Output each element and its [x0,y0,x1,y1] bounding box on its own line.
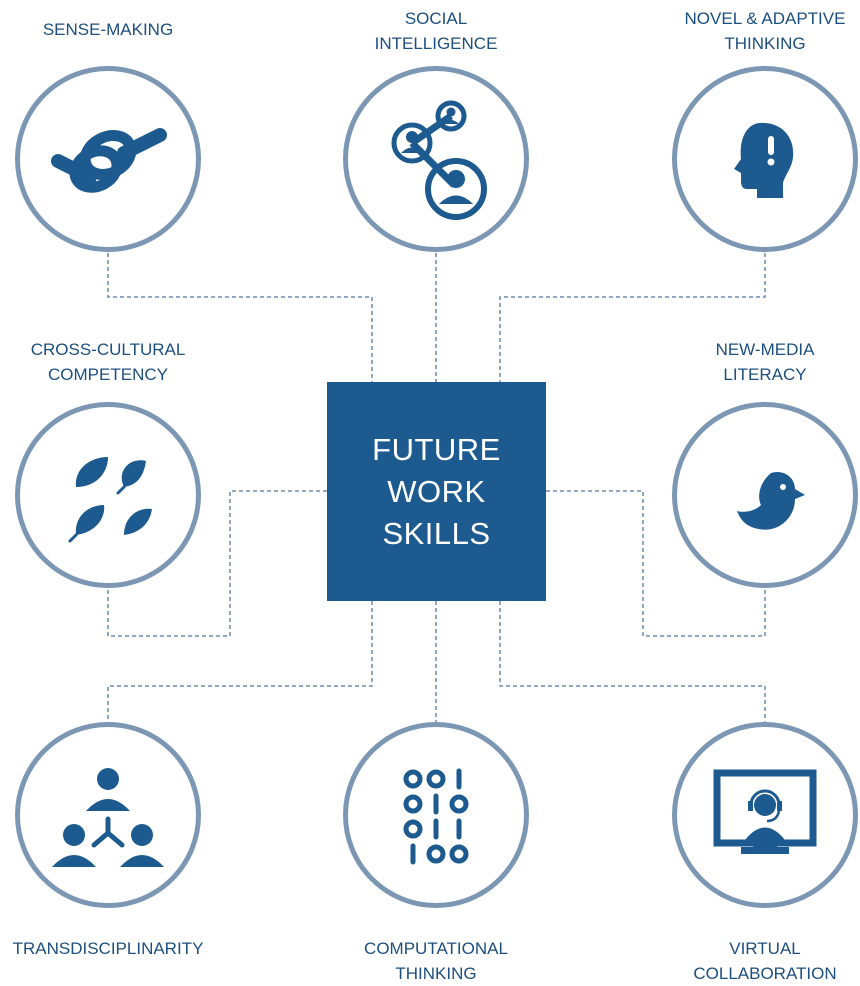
label-transdisciplinarity: TRANSDISCIPLINARITY [12,939,204,958]
center-title-line: WORK [387,473,486,509]
connector-cross-cultural-competency [107,490,327,637]
skill-circle-social-intelligence [343,66,529,252]
skill-circle-sense-making [15,66,201,252]
skill-circle-virtual-collaboration [672,722,858,908]
connector-new-media-literacy [546,490,766,637]
knot-icon [51,128,167,193]
skill-circle-new-media-literacy [672,402,858,588]
skill-circle-transdisciplinarity [15,722,201,908]
center-title-line: SKILLS [382,515,491,551]
center-future-work-skills: FUTURE WORK SKILLS [327,382,546,601]
bird-icon [737,471,805,530]
skill-circle-novel-adaptive-thinking [672,66,858,252]
connector-transdisciplinarity [107,601,373,722]
skill-circle-computational-thinking [343,722,529,908]
headset-monitor-icon [713,769,817,854]
team-network-icon [52,768,164,867]
leaves-icon [68,457,152,543]
connector-novel-adaptive-thinking [499,253,766,382]
center-title-line: FUTURE [372,431,501,467]
connector-virtual-collaboration [499,601,766,722]
label-sense-making: SENSE-MAKING [42,20,174,39]
head-exclamation-icon [734,122,794,198]
social-network-icon [391,100,487,220]
connector-sense-making [107,253,373,382]
skill-circle-cross-cultural-competency [15,402,201,588]
binary-code-icon [403,768,469,865]
